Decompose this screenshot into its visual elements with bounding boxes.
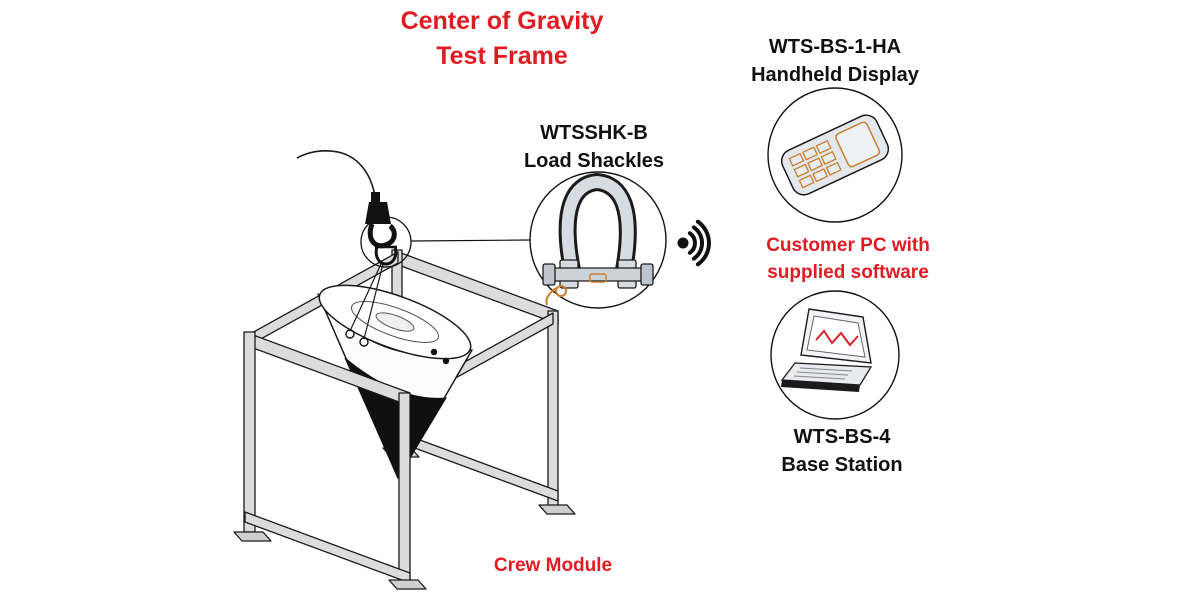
customer-pc-label-line1: Customer PC with [766, 235, 930, 256]
load-cell-detail [589, 273, 607, 283]
capsule-dot [430, 348, 438, 356]
small-shackle-icon [374, 245, 398, 266]
laptop-front-edge [781, 380, 860, 392]
wireless-signal-icon [677, 219, 711, 267]
shackle-label: WTSSHK-B Load Shackles [494, 119, 694, 175]
load-cell-cable [545, 287, 557, 306]
base-station-label: WTS-BS-4 Base Station [722, 423, 962, 479]
diagram-title-line2: Test Frame [436, 42, 568, 70]
base-station-label-line2: Base Station [781, 454, 903, 476]
customer-pc-label: Customer PC with supplied software [728, 233, 968, 286]
hoist-cable [296, 150, 376, 197]
test-frame-front [233, 331, 427, 590]
base-station-label-line1: WTS-BS-4 [793, 426, 891, 448]
load-cell-detail [555, 285, 567, 297]
handheld-screen [835, 121, 881, 168]
shackle-label-line1: WTSSHK-B [540, 122, 648, 144]
sling-line [363, 263, 384, 340]
handheld-display-icon [780, 114, 890, 196]
hoist-assembly [296, 150, 398, 340]
capsule-dot [442, 357, 450, 365]
handheld-keypad [788, 140, 842, 189]
shackle-label-line2: Load Shackles [523, 150, 665, 172]
callout-leader-line [410, 239, 531, 242]
sling-line [349, 263, 382, 332]
crane-hook-icon [365, 192, 397, 249]
laptop-pc-icon [780, 308, 873, 392]
handheld-label: WTS-BS-1-HA Handheld Display [715, 33, 955, 89]
handheld-label-line1: WTS-BS-1-HA [768, 36, 902, 58]
shackle-callout-circle [529, 171, 667, 309]
screen-chart-line [815, 329, 859, 347]
load-shackle-icon [542, 172, 654, 306]
crew-module-label: Crew Module [445, 553, 661, 580]
customer-pc-label-line2: supplied software [767, 261, 929, 283]
diagram-title-line1: Center of Gravity [400, 7, 604, 35]
diagram-title: Center of Gravity Test Frame [332, 4, 672, 74]
crew-module-label-text: Crew Module [493, 555, 613, 576]
shackle-callout-ring [360, 216, 412, 268]
handheld-label-line2: Handheld Display [751, 64, 919, 86]
